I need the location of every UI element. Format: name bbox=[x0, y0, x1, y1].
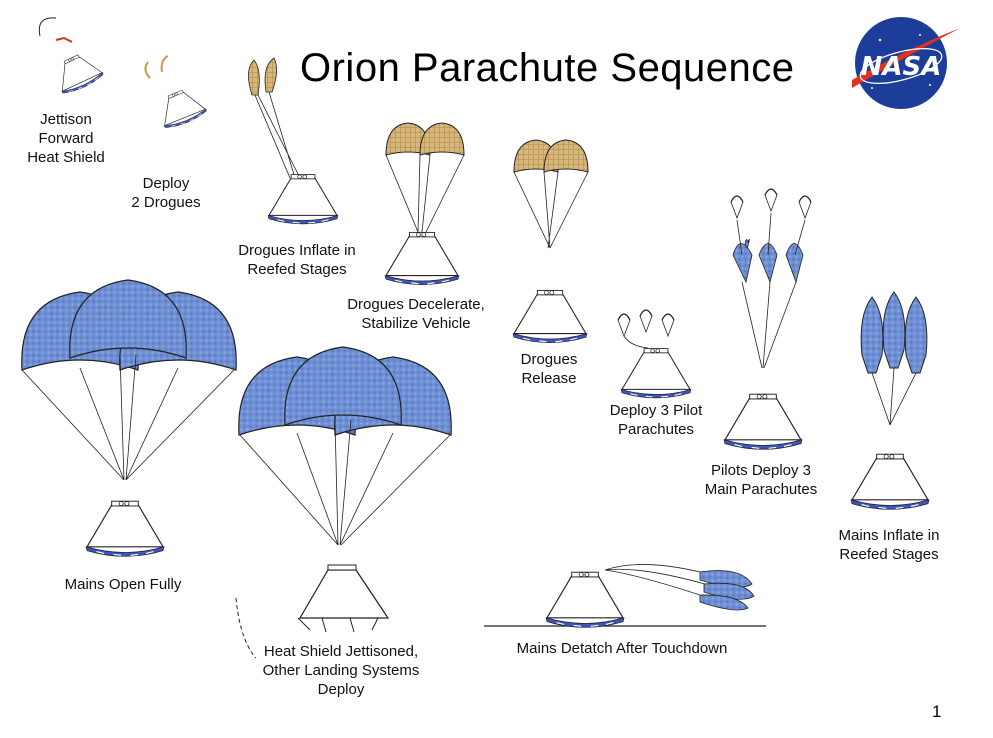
caption-mains-detach: Mains Detatch After Touchdown bbox=[516, 640, 728, 657]
stage-heat-shield-jettisoned-illustration bbox=[235, 346, 452, 659]
stage-mains-reefed-illustration bbox=[850, 291, 930, 510]
page-number: 1 bbox=[932, 702, 942, 721]
stage-drogues-release-illustration bbox=[512, 139, 589, 344]
stage-deploy-drogues-illustration bbox=[144, 55, 209, 132]
caption-pilots-deploy-mains: Pilots Deploy 3 Main Parachutes bbox=[704, 462, 818, 498]
nasa-logo-text: NASA bbox=[861, 52, 942, 82]
caption-deploy-pilots: Deploy 3 Pilot Parachutes bbox=[609, 402, 703, 438]
nasa-logo: NASA bbox=[852, 17, 960, 109]
stage-drogues-inflate-illustration bbox=[248, 57, 339, 225]
caption-jettison: Jettison Forward Heat Shield bbox=[27, 111, 105, 166]
stage-drogues-decelerate-illustration bbox=[384, 122, 465, 286]
caption-deploy-drogues: Deploy 2 Drogues bbox=[131, 175, 201, 211]
caption-drogues-inflate: Drogues Inflate in Reefed Stages bbox=[238, 242, 356, 278]
caption-drogues-decelerate: Drogues Decelerate, Stabilize Vehicle bbox=[347, 296, 485, 332]
caption-mains-open: Mains Open Fully bbox=[64, 576, 182, 593]
stage-pilots-deploy-mains-illustration bbox=[723, 188, 812, 450]
stage-jettison-illustration bbox=[38, 17, 106, 97]
stage-deploy-pilots-illustration bbox=[617, 309, 692, 399]
stage-mains-detach-illustration bbox=[484, 564, 766, 628]
caption-mains-reefed: Mains Inflate in Reefed Stages bbox=[838, 527, 940, 563]
stage-mains-open-illustration bbox=[21, 279, 237, 557]
caption-drogues-release: Drogues Release bbox=[520, 351, 578, 387]
caption-heat-shield-jettisoned: Heat Shield Jettisoned, Other Landing Sy… bbox=[262, 643, 420, 698]
page-title: Orion Parachute Sequence bbox=[300, 46, 795, 90]
